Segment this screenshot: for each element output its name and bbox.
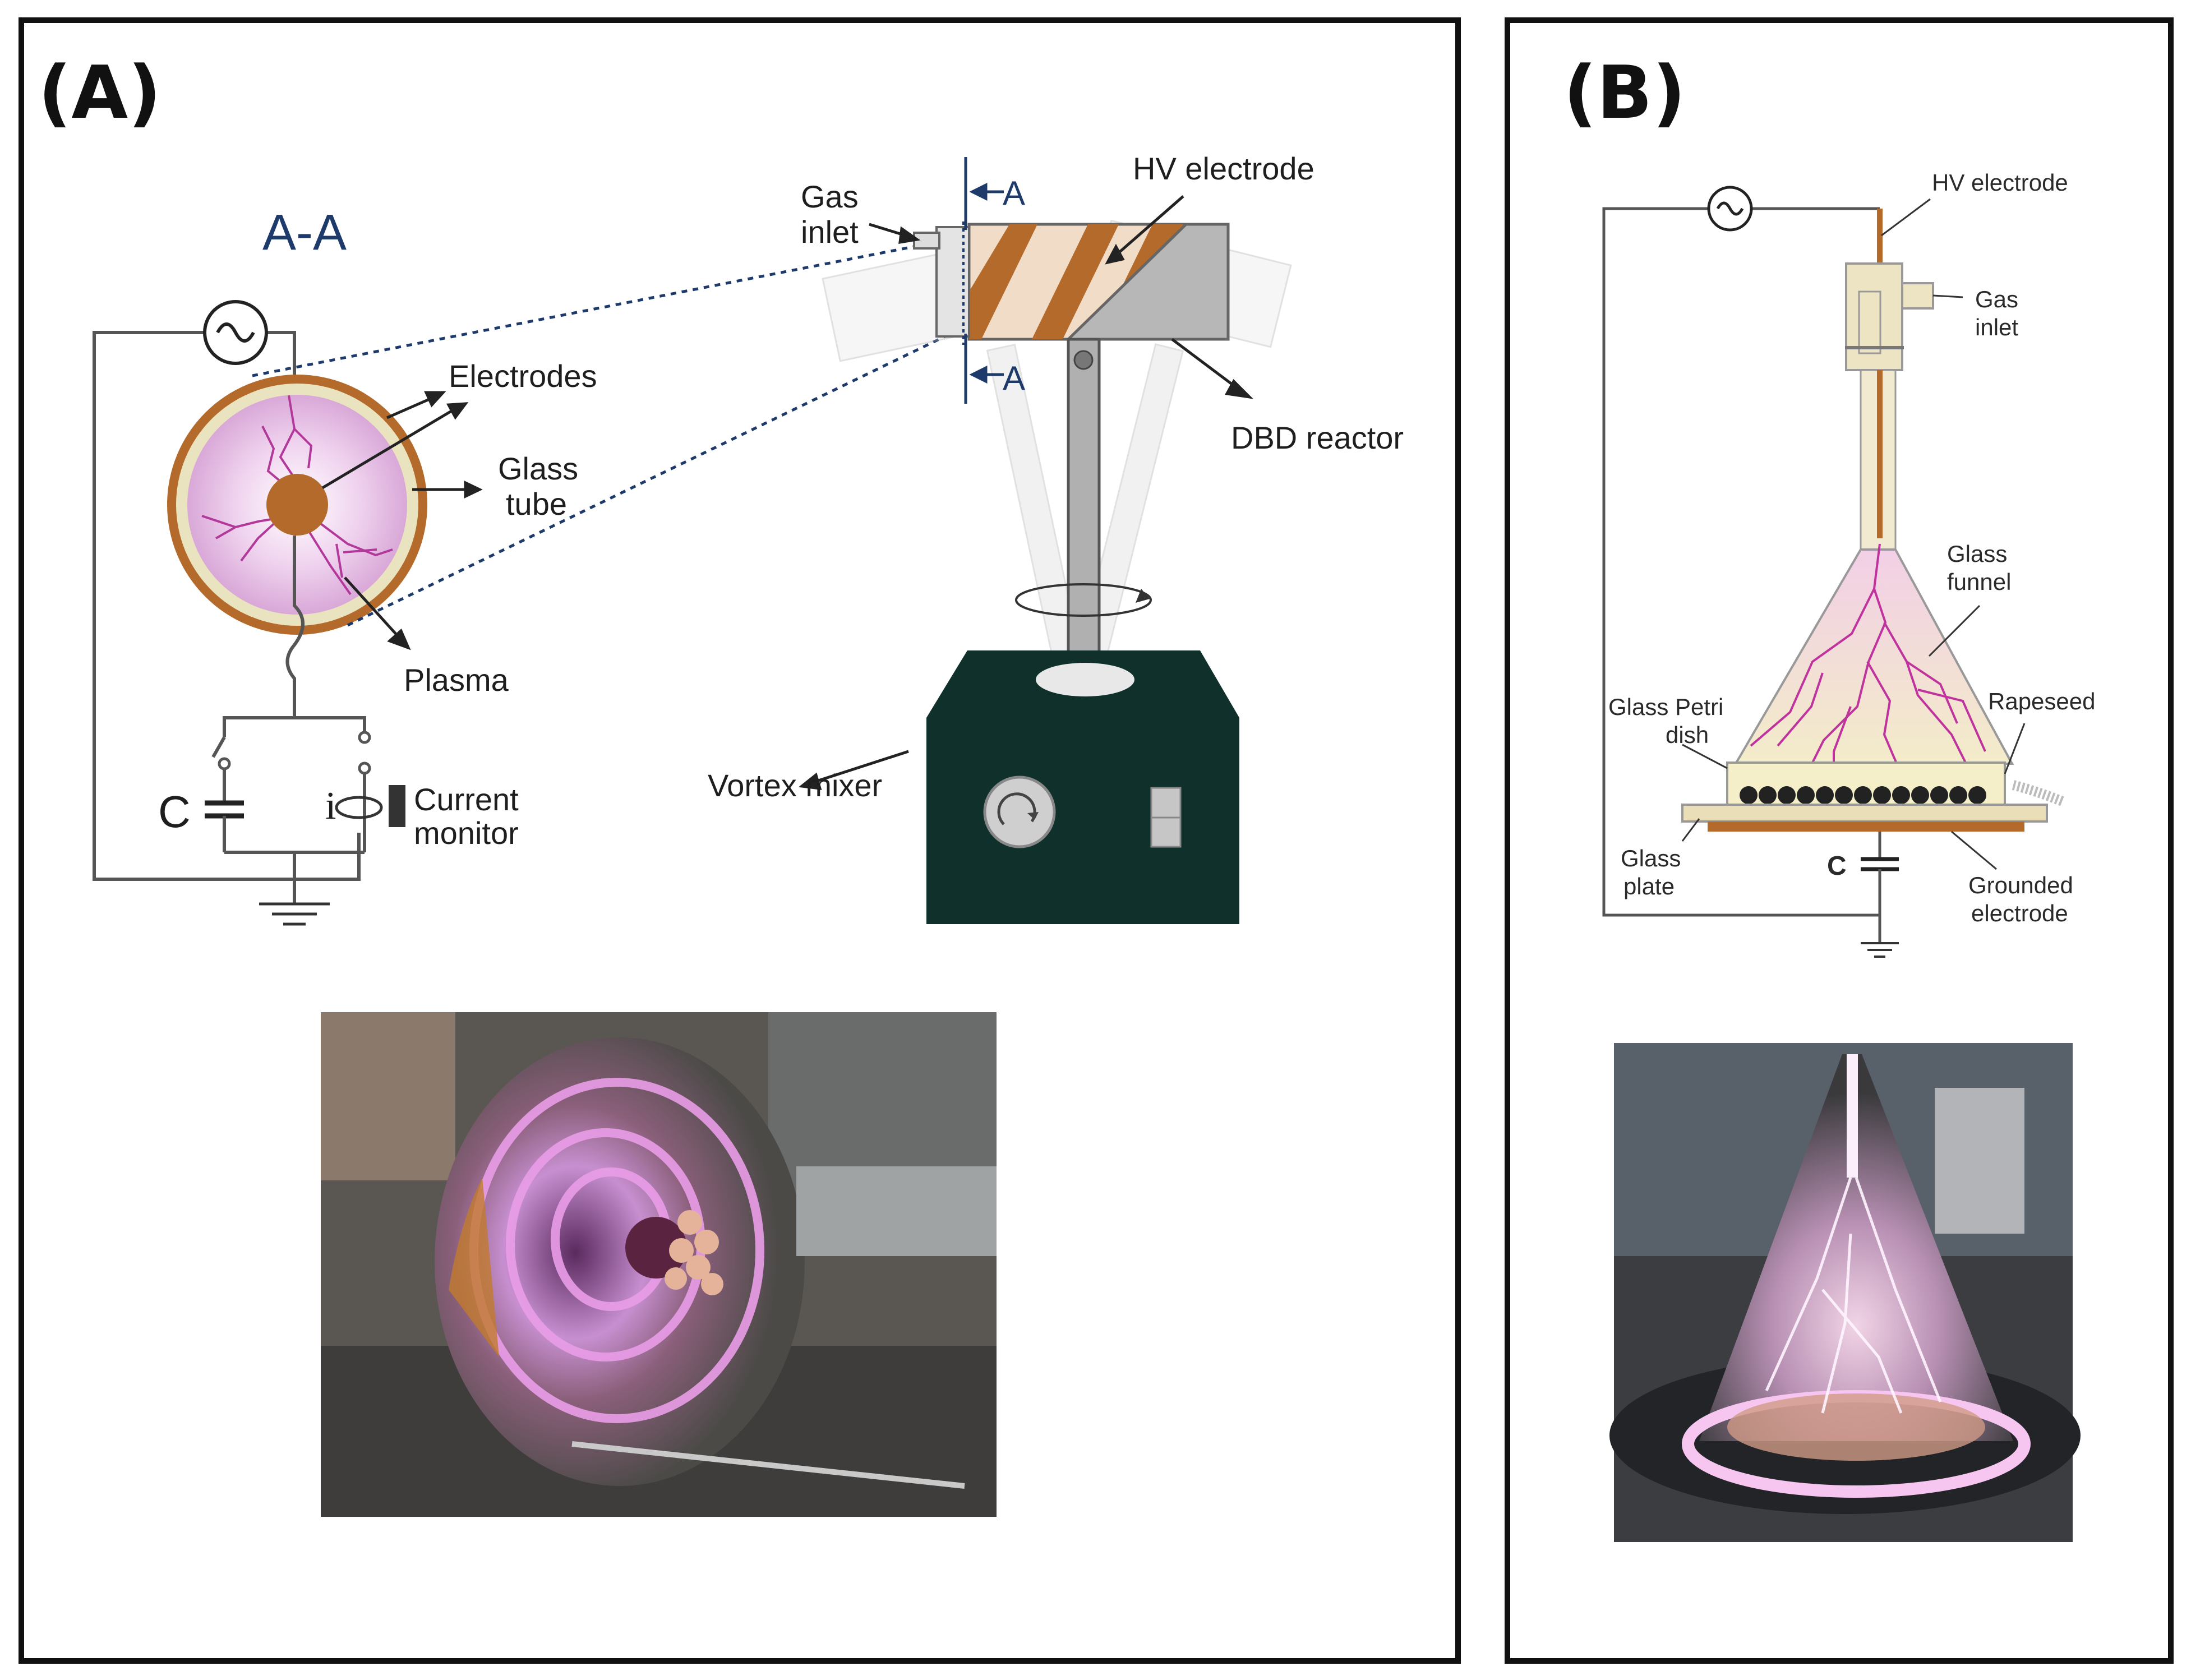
mixer-arm bbox=[1067, 338, 1101, 672]
gas-inlet-label: Gas bbox=[801, 179, 859, 214]
gas-inlet-housing bbox=[1845, 262, 1903, 371]
vortex-mixer-label: Vortex mixer bbox=[708, 768, 882, 803]
panel-a-label: (A) bbox=[38, 50, 161, 135]
rotation-arrow-icon bbox=[1136, 589, 1150, 603]
current-monitor-coil bbox=[335, 796, 383, 819]
rapeseed-row bbox=[1740, 786, 1986, 804]
panel-b-frame bbox=[1505, 17, 2174, 1664]
photo-b bbox=[1609, 1043, 2081, 1542]
switch-arm bbox=[211, 736, 226, 758]
gas-inlet-label: Gas bbox=[1975, 286, 2018, 312]
grounded-electrode-label: Grounded bbox=[1968, 872, 2073, 898]
section-arrow-icon bbox=[969, 182, 1004, 384]
gas-tube-icon bbox=[2012, 780, 2066, 807]
cross-section-diagram: A-A bbox=[93, 205, 946, 926]
electrodes-label: Electrodes bbox=[449, 358, 597, 394]
hv-electrode-label: HV electrode bbox=[1932, 169, 2068, 196]
vortex-mixer bbox=[926, 650, 1239, 924]
section-marker-label: A bbox=[1003, 359, 1025, 397]
glass-tube-label: tube bbox=[506, 486, 567, 521]
central-electrode bbox=[266, 474, 328, 536]
glass-tube-label: Glass bbox=[498, 451, 578, 486]
projection-line bbox=[252, 239, 943, 377]
switch-contact bbox=[218, 757, 231, 770]
glass-petri-label: dish bbox=[1666, 722, 1709, 748]
glass-plate bbox=[1681, 804, 2048, 823]
switch-contact bbox=[358, 731, 371, 744]
gas-inlet-port bbox=[1901, 282, 1934, 310]
speed-knob-icon bbox=[983, 776, 1056, 848]
rapeseed-label: Rapeseed bbox=[1988, 688, 2095, 714]
current-monitor-label: monitor bbox=[414, 815, 519, 851]
photo-a bbox=[321, 1012, 997, 1517]
projection-line bbox=[347, 335, 946, 627]
circuit-wire bbox=[93, 331, 361, 881]
gas-inlet-nozzle bbox=[913, 232, 940, 250]
sine-icon bbox=[1716, 201, 1744, 216]
label-arrows bbox=[798, 195, 1254, 790]
sine-icon bbox=[216, 322, 255, 343]
grounded-electrode bbox=[1708, 821, 2024, 832]
knob-arrow-icon bbox=[1027, 812, 1039, 820]
glass-plate-label: plate bbox=[1623, 873, 1675, 899]
funnel-streamers bbox=[1750, 543, 1986, 774]
funnel-reactor-diagram: C HV electrode Gas inlet Glass funnel Gl… bbox=[1602, 169, 2095, 958]
vortex-reactor-diagram: A A Gas inlet HV electrode DBD reactor V… bbox=[708, 151, 1404, 924]
glass-funnel-label: Glass bbox=[1947, 541, 2007, 567]
capacitor-label: C bbox=[1827, 851, 1847, 881]
plasma-label: Plasma bbox=[404, 662, 509, 698]
glass-plate-label: Glass bbox=[1621, 845, 1681, 871]
rotation-arrow-icon bbox=[1015, 583, 1152, 617]
panel-b-label: (B) bbox=[1563, 50, 1686, 135]
reactor-wedge bbox=[1064, 223, 1230, 341]
circuit-wire bbox=[223, 712, 296, 737]
glass-funnel bbox=[1733, 548, 2014, 765]
current-monitor-icon bbox=[389, 785, 405, 827]
section-marker-label: A bbox=[1003, 174, 1025, 212]
panel-a-frame bbox=[19, 17, 1461, 1664]
pivot-icon bbox=[1073, 350, 1094, 370]
gas-inlet-housing bbox=[1858, 290, 1881, 354]
label-leaders bbox=[1681, 198, 2026, 870]
gas-inlet-label: inlet bbox=[801, 214, 859, 250]
knob-arrow-icon bbox=[997, 792, 1036, 825]
label-arrows bbox=[321, 391, 483, 650]
section-title: A-A bbox=[262, 205, 347, 261]
current-monitor-label: Current bbox=[414, 782, 519, 817]
mixer-cup bbox=[1036, 663, 1134, 696]
capacitor-label: C bbox=[158, 787, 191, 837]
switch-contact bbox=[358, 761, 371, 775]
lead-wire bbox=[285, 536, 305, 712]
circuit-wire bbox=[294, 716, 366, 737]
glass-petri-label: Glass Petri bbox=[1608, 694, 1723, 720]
current-symbol: i bbox=[325, 784, 336, 828]
glass-funnel-label: funnel bbox=[1947, 569, 2011, 595]
dbd-reactor-label: DBD reactor bbox=[1231, 420, 1404, 455]
circuit-wire bbox=[1602, 207, 1881, 917]
grounded-electrode-label: electrode bbox=[1971, 900, 2068, 926]
circuit-wire bbox=[258, 331, 296, 375]
hv-electrode-label: HV electrode bbox=[1133, 151, 1314, 186]
gas-inlet-label: inlet bbox=[1975, 314, 2018, 340]
